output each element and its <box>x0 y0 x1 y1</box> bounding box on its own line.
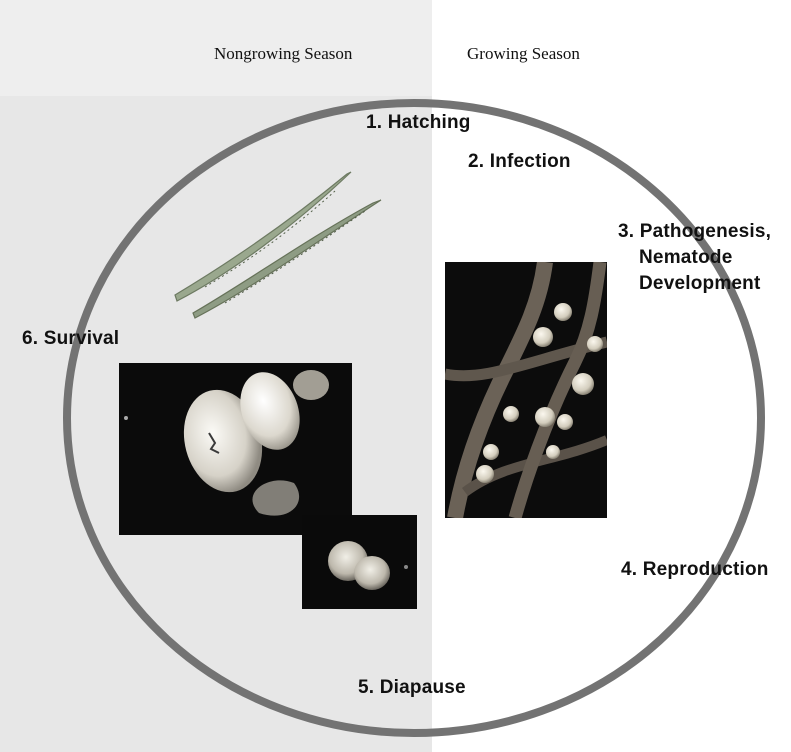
stage-pathogenesis-line3: Development <box>618 271 771 297</box>
stage-reproduction-label: 4. Reproduction <box>621 559 769 581</box>
stage-pathogenesis-label: 3. Pathogenesis, Nematode Development <box>618 219 771 297</box>
stage-diapause-label: 5. Diapause <box>358 677 466 699</box>
stage-pathogenesis-line2: Nematode <box>618 245 771 271</box>
stage-pathogenesis-line1: 3. Pathogenesis, <box>618 221 771 242</box>
stage-hatching-label: 1. Hatching <box>366 112 471 134</box>
stage-survival-label: 6. Survival <box>22 328 119 350</box>
stage-infection-label: 2. Infection <box>468 151 571 173</box>
